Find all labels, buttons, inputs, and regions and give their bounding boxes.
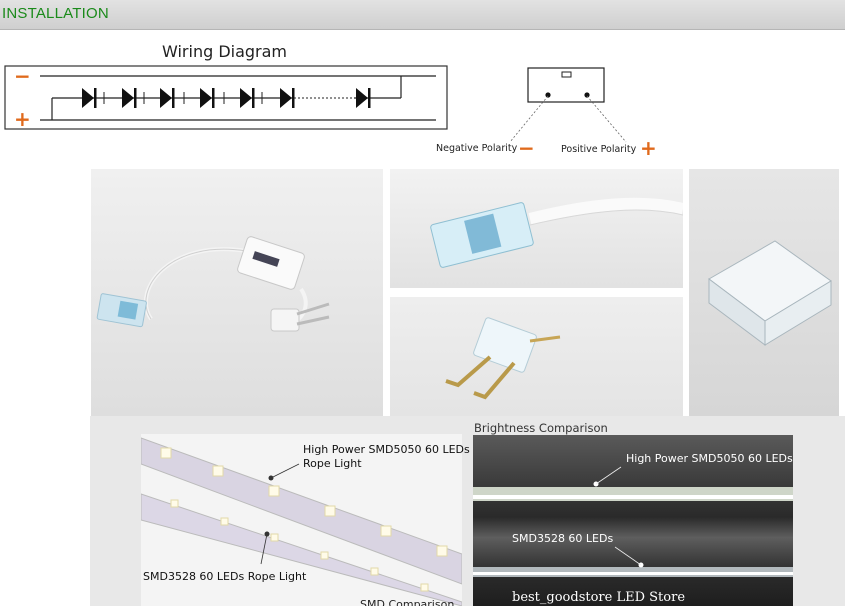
negative-polarity-sign: − — [518, 136, 535, 160]
positive-polarity-sign: + — [640, 136, 657, 160]
smd3528-strip-label: SMD3528 60 LEDs Rope Light — [143, 570, 307, 583]
bottom-cut-label: SMD Comparison — [360, 598, 455, 606]
connector-cable-photo — [390, 169, 683, 288]
diode-2 — [122, 88, 137, 108]
wiring-diagram: − + — [4, 64, 448, 131]
smd5050-strip-label-line2: Rope Light — [303, 457, 362, 470]
end-cap-photo — [689, 169, 839, 416]
brightness-comparison-photo — [473, 435, 793, 606]
wiring-minus-sign: − — [14, 64, 31, 88]
positive-polarity-label: Positive Polarity — [561, 144, 637, 155]
diode-5 — [240, 88, 255, 108]
connector-diagram — [509, 67, 627, 143]
power-cord-photo — [91, 169, 383, 416]
strip-comparison-photo — [141, 434, 462, 606]
brightness-smd5050-label: High Power SMD5050 60 LEDs — [626, 452, 793, 465]
diode-6 — [280, 88, 295, 108]
brightness-comparison-title: Brightness Comparison — [474, 421, 608, 435]
wiring-diagram-title: Wiring Diagram — [162, 42, 288, 61]
wiring-plus-sign: + — [14, 107, 31, 131]
brightness-smd3528-label: SMD3528 60 LEDs — [512, 532, 614, 545]
diode-7 — [356, 88, 371, 108]
diode-3 — [160, 88, 175, 108]
smd5050-strip-label: High Power SMD5050 60 LEDs Rope Light — [303, 443, 470, 471]
section-header-bar: INSTALLATION — [0, 0, 845, 30]
section-title: INSTALLATION — [2, 5, 109, 22]
diode-4 — [200, 88, 215, 108]
diode-1 — [82, 88, 97, 108]
pin-connector-photo — [390, 297, 683, 416]
store-watermark-label: best_goodstore LED Store — [512, 590, 686, 605]
smd5050-strip-label-line1: High Power SMD5050 60 LEDs — [303, 443, 470, 456]
negative-polarity-label: Negative Polarity — [436, 143, 518, 154]
